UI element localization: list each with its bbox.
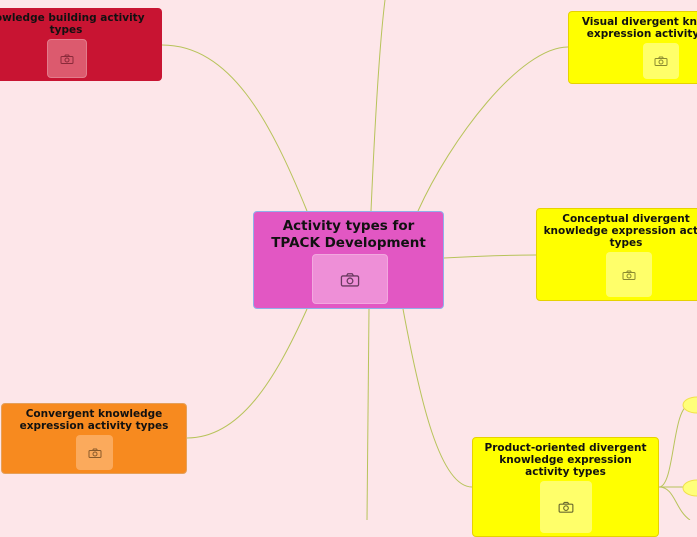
subtopic-bubble-2 [682,479,697,497]
connector-subtopic-3 [658,486,691,520]
connector-bottom [366,308,370,520]
connector-subtopic-1 [658,404,691,488]
connector-lines [161,0,697,520]
topic-label: Conceptual divergent knowledge expressio… [543,213,697,249]
topic-label: Product-oriented divergent knowledge exp… [484,442,647,478]
topic-visual-divergent[interactable]: Visual divergent kno expression activity [568,11,697,84]
topic-conceptual-divergent[interactable]: Conceptual divergent knowledge expressio… [536,208,697,301]
image-placeholder[interactable] [540,481,592,533]
image-placeholder[interactable] [47,39,87,78]
connector-conceptual-divergent [443,254,537,259]
topic-label: Convergent knowledge expression activity… [19,408,169,432]
camera-icon [88,448,101,458]
topic-knowledge-building[interactable]: nowledge building activity types [0,8,162,81]
image-placeholder[interactable] [312,254,388,304]
topic-label: nowledge building activity types [0,12,145,36]
connector-convergent [186,308,308,439]
image-placeholder[interactable] [606,252,652,297]
image-placeholder[interactable] [76,435,113,470]
camera-icon [622,270,636,280]
topic-convergent[interactable]: Convergent knowledge expression activity… [1,403,187,474]
topic-label: Visual divergent kno expression activity [581,16,697,40]
central-topic-label: Activity types for TPACK Development [271,218,426,251]
camera-icon [654,56,668,66]
connector-knowledge-building [161,44,308,212]
camera-icon [558,501,574,513]
connector-visual-divergent [417,46,569,212]
image-placeholder[interactable] [643,43,679,79]
camera-icon [340,272,360,287]
subtopic-bubble-1 [682,396,697,414]
central-topic[interactable]: Activity types for TPACK Development [253,211,444,309]
connector-product-oriented [402,308,473,488]
connector-top [370,0,386,212]
camera-icon [60,54,74,64]
topic-product-oriented-divergent[interactable]: Product-oriented divergent knowledge exp… [472,437,659,537]
